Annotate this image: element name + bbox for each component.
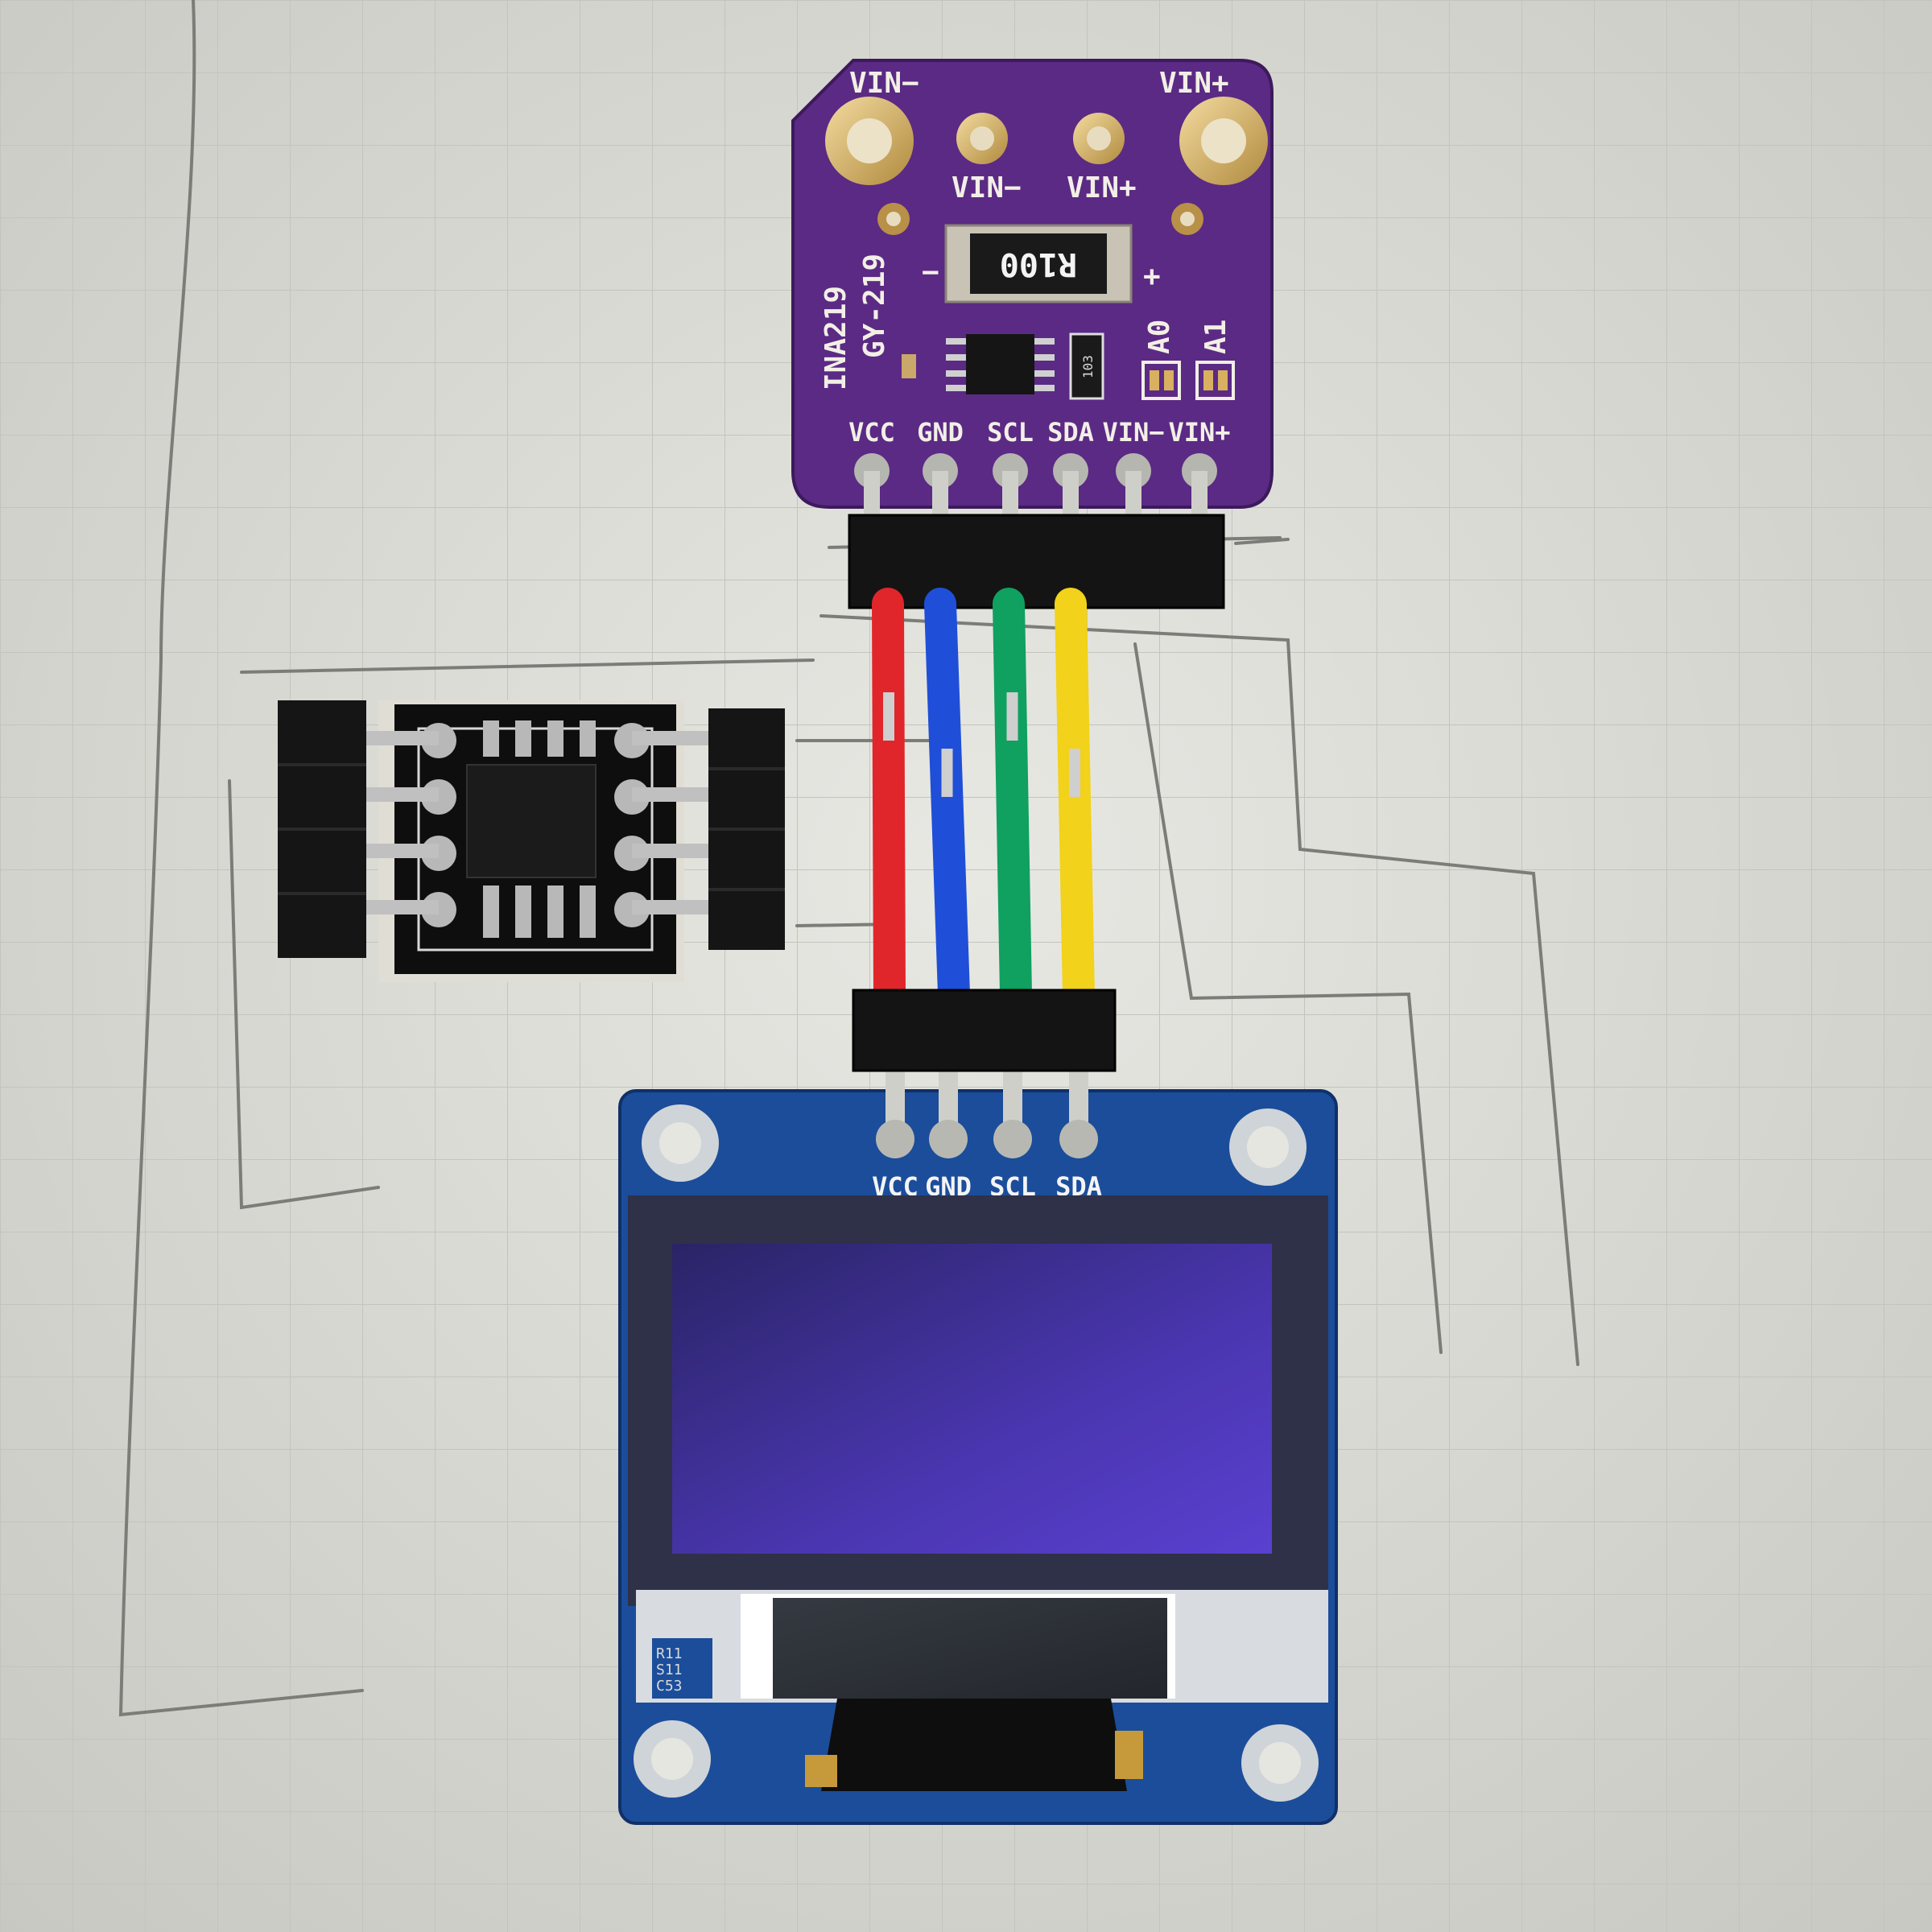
mark-r11: R11: [656, 1645, 683, 1662]
ina219-board: VIN− VIN+ VIN− VIN+ R100 − + INA219 GY-2…: [791, 59, 1274, 609]
wire-3: [1055, 588, 1095, 1010]
chip-name-label: INA219: [819, 286, 852, 390]
oled-male-header: [852, 989, 1117, 1072]
label-vin-minus-top: VIN−: [849, 67, 919, 100]
jumper-a1-label: A1: [1199, 320, 1232, 354]
resistor-code: 103: [1080, 355, 1096, 378]
sign-minus: −: [922, 256, 939, 289]
breakout-chip: [466, 764, 597, 878]
jumper-a0-label: A0: [1143, 320, 1176, 354]
ina219-pin-label-3: SDA: [1047, 417, 1094, 448]
ina219-pin-label-4: VIN−: [1102, 417, 1164, 448]
jumper-wires: [872, 588, 1095, 1010]
ina219-pin-label-2: SCL: [987, 417, 1034, 448]
mark-s11: S11: [656, 1662, 683, 1678]
mark-c53: C53: [656, 1678, 683, 1695]
mounting-holes: [634, 1104, 1319, 1802]
shunt-resistor: [970, 233, 1107, 294]
oled-display-screen: [672, 1244, 1272, 1554]
model-label: GY-219: [858, 254, 891, 358]
ina219-pin-label-0: VCC: [848, 417, 895, 448]
oled-flex-connector: [821, 1699, 1127, 1791]
ina219-pin-label-1: GND: [917, 417, 964, 448]
ina219-chip: [966, 334, 1034, 394]
breakout-board: [278, 700, 785, 982]
sign-plus: +: [1143, 260, 1161, 293]
label-vin-minus-mid: VIN−: [952, 171, 1022, 204]
label-vin-plus-mid: VIN+: [1067, 171, 1137, 204]
wire-0: [872, 588, 906, 1010]
resistor-label: R100: [1000, 246, 1077, 283]
wire-1: [924, 588, 970, 1010]
ina219-female-header: [848, 514, 1225, 609]
ina219-pin-label-5: VIN+: [1168, 417, 1230, 448]
oled-header-pins: [876, 1067, 1098, 1158]
label-vin-plus-top: VIN+: [1159, 67, 1229, 100]
oled-ribbon-cable: [773, 1598, 1167, 1699]
wire-2: [993, 588, 1032, 1010]
